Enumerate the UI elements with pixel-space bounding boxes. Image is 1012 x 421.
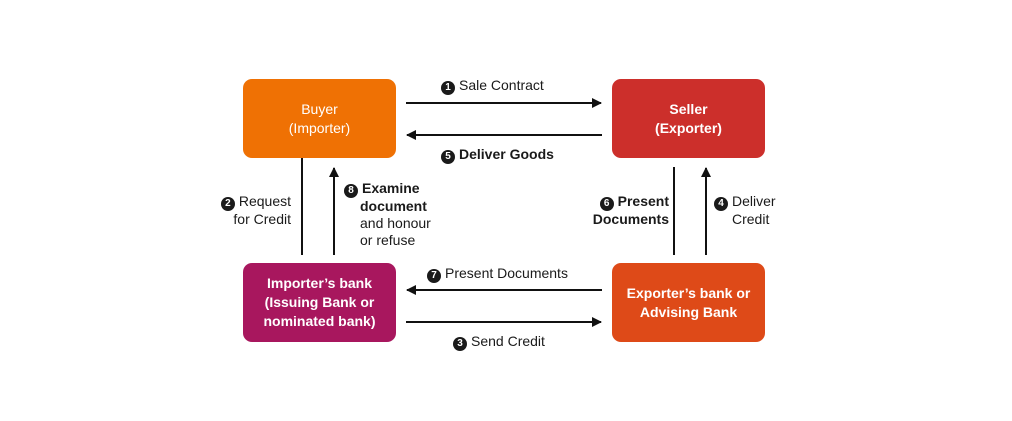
step-1-text: Sale Contract xyxy=(459,77,544,93)
step-8-text-line3: and honour xyxy=(360,215,431,231)
step-6-text-line2: Documents xyxy=(592,211,669,227)
step-6-text-line1: Present xyxy=(617,193,669,209)
step-8-text-line1: Examine xyxy=(362,180,420,196)
buyer-title: Buyer xyxy=(301,100,338,117)
step-7-badge: 7 xyxy=(427,269,441,283)
step-4-label: 4 Deliver Credit xyxy=(714,193,776,228)
seller-subtitle: (Exporter) xyxy=(655,119,722,136)
step-2-text-line2: for Credit xyxy=(233,211,291,227)
step-3-label: 3 Send Credit xyxy=(453,333,545,351)
exporters-bank-line1: Exporter’s bank or xyxy=(626,284,751,301)
step-8-text-line4: or refuse xyxy=(360,232,416,248)
importers-bank-line2: (Issuing Bank or xyxy=(264,294,375,310)
step-3-badge: 3 xyxy=(453,337,467,351)
buyer-subtitle: (Importer) xyxy=(288,119,351,136)
buyer-node: Buyer (Importer) xyxy=(243,79,396,158)
exporters-bank-node: Exporter’s bank or Advising Bank xyxy=(612,263,765,342)
step-7-label: 7 Present Documents xyxy=(427,265,568,283)
importers-bank-line3: nominated bank) xyxy=(263,313,376,329)
step-2-badge: 2 xyxy=(220,197,235,211)
step-5-text: Deliver Goods xyxy=(459,146,554,162)
step-3-text: Send Credit xyxy=(471,333,545,349)
seller-title: Seller xyxy=(669,100,708,117)
step-1-label: 1 Sale Contract xyxy=(441,77,544,95)
step-4-text-line1: Deliver xyxy=(732,193,776,209)
step-4-badge: 4 xyxy=(714,197,728,211)
step-5-badge: 5 xyxy=(441,150,455,164)
step-7-text: Present Documents xyxy=(445,265,568,281)
step-8-badge: 8 xyxy=(344,184,358,198)
seller-node: Seller (Exporter) xyxy=(612,79,765,158)
step-4-text-line2: Credit xyxy=(732,211,770,227)
step-2-text-line1: Request xyxy=(238,193,291,209)
step-8-label: 8 Examine document and honour or refuse xyxy=(344,180,431,249)
step-8-text-line2: document xyxy=(360,198,427,214)
step-6-badge: 6 xyxy=(599,197,614,211)
importers-bank-node: Importer’s bank (Issuing Bank or nominat… xyxy=(243,263,396,342)
importers-bank-line1: Importer’s bank xyxy=(266,275,373,291)
step-1-badge: 1 xyxy=(441,81,455,95)
exporters-bank-line2: Advising Bank xyxy=(639,303,738,320)
step-5-label: 5 Deliver Goods xyxy=(441,146,554,164)
